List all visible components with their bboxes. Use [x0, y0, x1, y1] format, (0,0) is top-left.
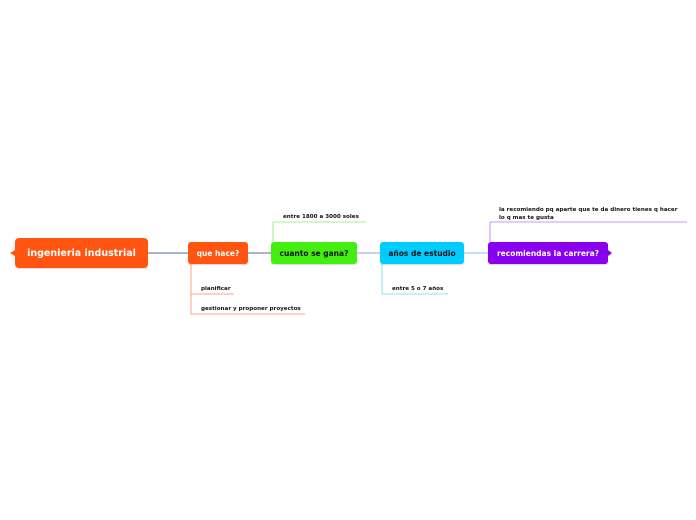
connector-sueldo — [272, 221, 366, 242]
topic-recomiendas-la-carrera[interactable]: recomiendas la carrera? — [488, 242, 608, 264]
note-gestionar[interactable]: gestionar y proponer proyectos — [201, 306, 301, 312]
connector-recomiendo — [489, 221, 687, 242]
connector-gestionar — [190, 294, 305, 315]
recomiendas-right-marker — [608, 250, 612, 256]
note-planificar[interactable]: planificar — [201, 286, 231, 292]
topic-anos-de-estudio[interactable]: años de estudio — [380, 242, 464, 264]
topic-cuanto-se-gana[interactable]: cuanto se gana? — [271, 242, 357, 264]
note-recomiendo[interactable]: la recomiendo pq aparte que te da dinero… — [499, 207, 678, 221]
topic-que-hace[interactable]: que hace? — [188, 242, 248, 264]
note-sueldo[interactable]: entre 1800 a 3000 soles — [283, 214, 359, 220]
connector-anos-note — [381, 264, 448, 295]
root-topic[interactable]: ingenieria industrial — [15, 238, 148, 268]
root-left-marker — [10, 250, 15, 256]
note-anos[interactable]: entre 5 o 7 años — [392, 286, 444, 292]
